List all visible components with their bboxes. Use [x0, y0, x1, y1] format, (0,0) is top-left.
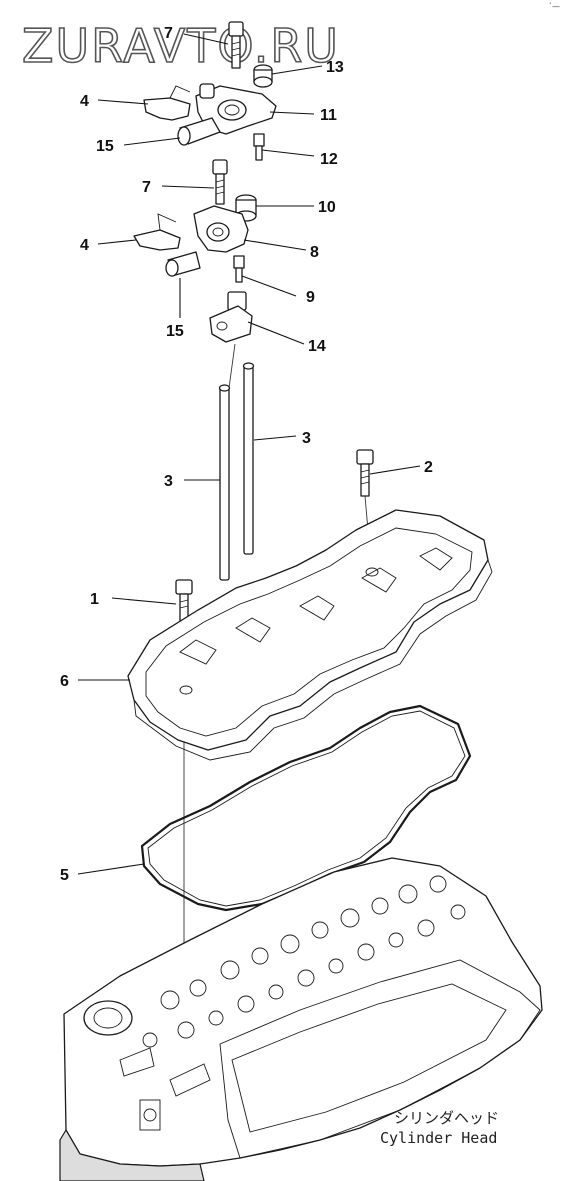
- callout-15-second: 15: [166, 323, 184, 340]
- rocker-housing-6: [127, 509, 493, 761]
- gasket-5: [140, 704, 472, 912]
- caption-english: Cylinder Head: [380, 1129, 497, 1147]
- leader-lines: [77, 33, 421, 875]
- upper-rocker-assembly: [143, 21, 277, 161]
- callout-2: 2: [424, 459, 433, 476]
- watermark-text: ZURAVTO.RU: [22, 19, 340, 73]
- caption: シリンダヘッド Cylinder Head: [380, 1109, 499, 1147]
- callout-12: 12: [320, 151, 338, 168]
- callout-6: 6: [60, 673, 69, 690]
- callout-labels: 7 13 4 11 15 12 7 10 4 8 9 15 14 3 3 2 1…: [60, 25, 433, 884]
- callout-1: 1: [90, 591, 99, 608]
- callout-13: 13: [326, 59, 344, 76]
- screw-9: [233, 255, 245, 283]
- caption-japanese: シリンダヘッド: [394, 1109, 499, 1127]
- rocker-arm-8: [193, 205, 249, 253]
- cylinder-head: [59, 857, 543, 1181]
- rocker-arm-11: [195, 83, 277, 135]
- callout-11: 11: [320, 107, 337, 124]
- callout-8: 8: [310, 244, 319, 261]
- callout-10: 10: [318, 199, 336, 216]
- adjusting-screw-12: [253, 133, 265, 161]
- bolt-7-top: [228, 21, 244, 69]
- bracket-4-second: [133, 213, 181, 251]
- bolt-7-second: [212, 159, 228, 205]
- callout-9: 9: [306, 289, 315, 306]
- pedestal-14: [209, 291, 253, 343]
- callout-14: 14: [308, 338, 326, 355]
- callout-15-top: 15: [96, 138, 114, 155]
- nut-13: [253, 64, 273, 88]
- callout-5: 5: [60, 867, 69, 884]
- push-rods-3: [218, 343, 255, 581]
- shaft-15-second: [165, 251, 201, 277]
- lower-rocker-assembly: [133, 159, 257, 343]
- callout-7-second: 7: [142, 179, 151, 196]
- callout-3-left: 3: [164, 473, 173, 490]
- bracket-4-top: [143, 85, 191, 121]
- callout-3-right: 3: [302, 430, 311, 447]
- callout-7-top: 7: [164, 25, 173, 42]
- shaft-15-top: [177, 117, 221, 146]
- callout-4-second: 4: [80, 237, 89, 254]
- corner-mark: ´—: [548, 1, 560, 11]
- callout-4-top: 4: [80, 93, 89, 110]
